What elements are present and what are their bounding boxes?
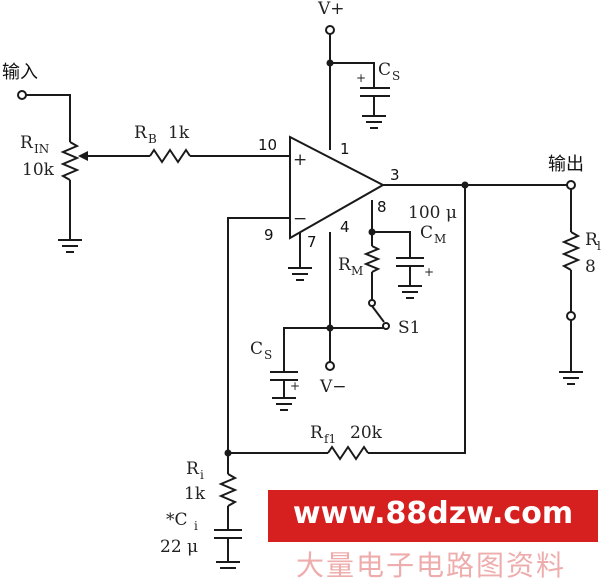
rf-name: R xyxy=(310,423,324,443)
pin-8: 8 xyxy=(377,198,387,216)
ri-name: R xyxy=(186,459,200,479)
rin-value: 10k xyxy=(22,160,55,180)
rin-sub: IN xyxy=(34,142,49,156)
rl-value: 8 xyxy=(585,257,596,277)
pin-10: 10 xyxy=(258,136,277,154)
cs-bottom-plus: + xyxy=(290,379,300,393)
rin-name: R xyxy=(20,133,34,153)
pin-7: 7 xyxy=(307,233,317,251)
vminus-supply: + xyxy=(270,232,335,411)
pin-1: 1 xyxy=(340,140,350,158)
rm-sub: M xyxy=(351,264,363,278)
feedback-network xyxy=(214,185,466,569)
input-terminal xyxy=(17,90,27,100)
cs-bottom-sub: S xyxy=(264,348,272,362)
s1-label: S1 xyxy=(398,318,420,338)
vplus-terminal xyxy=(325,25,335,35)
ri-sub: i xyxy=(200,468,204,482)
vminus-terminal xyxy=(325,361,335,371)
cm-plus: + xyxy=(424,265,434,279)
inv-sign: − xyxy=(293,209,307,229)
rm-name: R xyxy=(338,255,352,275)
input-label: 输入 xyxy=(2,62,38,83)
pin-3: 3 xyxy=(390,166,400,184)
output-terminal xyxy=(566,180,576,190)
mute-network: + xyxy=(330,200,434,330)
cs-top-plus: + xyxy=(356,71,366,85)
vminus-label: V− xyxy=(319,377,347,397)
input-network xyxy=(17,90,290,253)
cs-top-sub: S xyxy=(392,69,400,83)
ci-value: 22 μ xyxy=(160,537,198,557)
output-label: 输出 xyxy=(548,154,584,175)
watermark-url: www.88dzw.com xyxy=(292,496,574,531)
vplus-label: V+ xyxy=(317,0,345,19)
cm-name: C xyxy=(420,223,433,243)
pin7-ground xyxy=(288,232,312,281)
watermark-chinese: 大量电子电路图资料 xyxy=(296,549,567,582)
noninv-sign: + xyxy=(293,150,307,170)
rf-value: 20k xyxy=(350,423,383,443)
rl-sub: l xyxy=(597,239,601,253)
rl-name: R xyxy=(585,230,599,250)
op-amp xyxy=(289,135,386,240)
ci-sub: i xyxy=(194,519,198,533)
watermark-box xyxy=(268,490,598,542)
output-network xyxy=(383,180,583,385)
ci-name: *C xyxy=(166,510,188,530)
ri-value: 1k xyxy=(184,484,206,504)
rb-sub: B xyxy=(148,132,157,146)
pin-9: 9 xyxy=(264,226,274,244)
cs-bottom-name: C xyxy=(250,339,263,359)
vplus-supply: + xyxy=(325,25,390,150)
rf-sub: f1 xyxy=(324,432,336,446)
cm-value: 100 μ xyxy=(408,203,457,223)
rb-value: 1k xyxy=(168,123,190,143)
cs-top-name: C xyxy=(378,60,391,80)
cm-sub: M xyxy=(434,232,446,246)
rb-name: R xyxy=(134,123,148,143)
pin-4: 4 xyxy=(340,218,350,236)
